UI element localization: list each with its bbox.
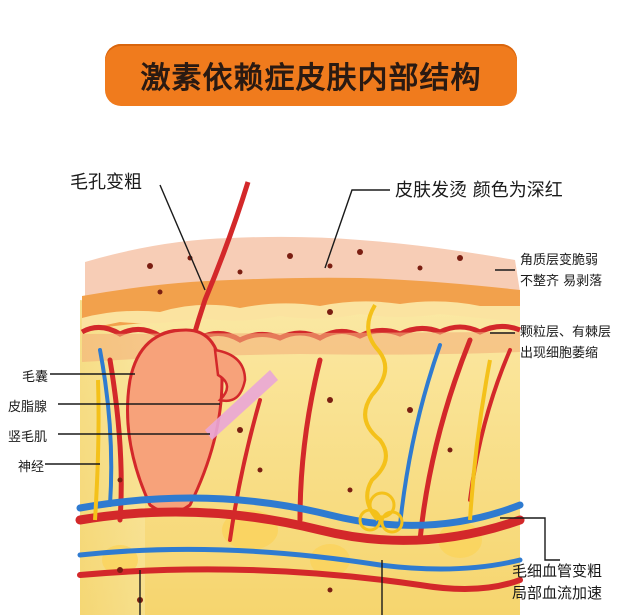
arrector-pili-muscle — [205, 370, 278, 440]
note-capillary-line2: 局部血流加速 — [512, 584, 603, 602]
title-banner: 激素依赖症皮肤内部结构 — [105, 44, 517, 106]
nerves — [93, 303, 492, 522]
label-arrector-pili: 竖毛肌 — [8, 430, 48, 445]
veins — [76, 343, 524, 572]
sebaceous-gland — [213, 348, 247, 403]
label-nerve: 神经 — [18, 460, 45, 475]
note-capillary: 毛细血管变粗 局部血流加速 — [512, 560, 602, 604]
papillary-line — [82, 301, 520, 330]
label-pore: 毛孔变粗 — [70, 172, 142, 193]
label-sebaceous-gland: 皮脂腺 — [8, 400, 48, 415]
diagram-title: 激素依赖症皮肤内部结构 — [140, 61, 482, 96]
leader-lines — [45, 184, 560, 615]
arteries — [75, 337, 525, 592]
sweat-gland — [358, 491, 404, 534]
leader-pore — [159, 184, 206, 291]
note-stratum-line2: 不整齐 易剥落 — [520, 274, 603, 289]
label-hair-follicle: 毛囊 — [22, 370, 49, 385]
note-granular-line1: 颗粒层、有棘层 — [520, 325, 612, 340]
note-granular-layer: 颗粒层、有棘层 出现细胞萎缩 — [520, 322, 611, 364]
dermis-dots — [117, 397, 453, 603]
note-stratum-corneum: 角质层变脆弱 不整齐 易剥落 — [520, 250, 602, 292]
surface-dots — [147, 249, 463, 315]
note-capillary-line1: 毛细血管变粗 — [512, 562, 603, 580]
leader-skin-hot — [324, 189, 390, 269]
note-stratum-line1: 角质层变脆弱 — [520, 253, 599, 268]
label-skin-hot: 皮肤发烫 颜色为深红 — [395, 180, 563, 201]
leader-capillary — [500, 517, 560, 561]
note-granular-line2: 出现细胞萎缩 — [520, 346, 599, 361]
